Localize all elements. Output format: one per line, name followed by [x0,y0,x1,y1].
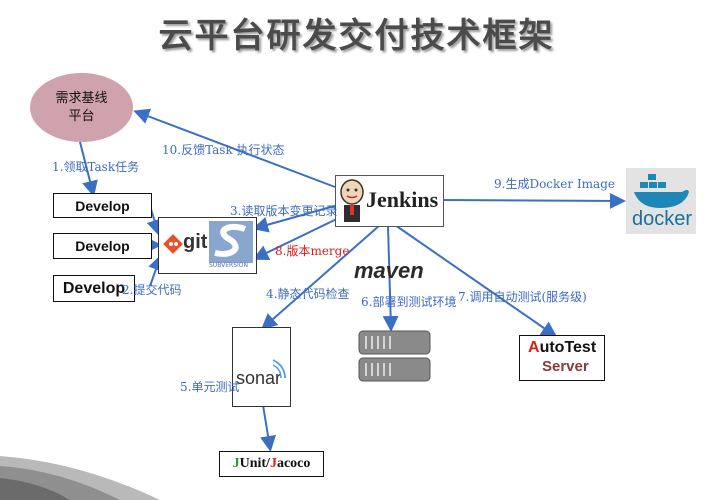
step-6-label: 6.部署到测试环境 [361,295,457,309]
develop-box-1: Develop [53,193,152,218]
develop-box-3: Develop [53,275,135,302]
arrow-jenkins-to-requirements [133,108,336,188]
sonar-waves-icon [272,359,286,379]
autotest-title-rest: utoTest [539,339,597,356]
step-9-label: 9.生成Docker Image [494,177,615,191]
arrow-jenkins-to-autotest [394,224,558,338]
junit-j-letter: J [232,456,240,471]
step-8-label: 8.版本merge [275,244,350,258]
requirements-platform-node: 需求基线 平台 [30,73,133,142]
autotest-server-node: AutoTest Server [519,335,605,381]
sonar-node: sonar [232,327,291,407]
requirements-line1: 需求基线 [55,90,108,106]
junit-mid: Unit/ [239,456,270,471]
step-7-label: 7.调用自动测试(服务级) [458,290,587,304]
subversion-icon [209,221,253,263]
slide-corner-decoration [0,456,160,500]
step-5-label: 5.单元测试 [180,380,240,394]
step-4-label: 4.静态代码检查 [266,287,350,301]
step-10-label: 10.反馈Task 执行状态 [162,143,285,157]
page-title: 云平台研发交付技术框架 [158,16,555,56]
subversion-wordmark: SUBVERSION [209,262,248,269]
arrow-requirements-to-develop [79,141,98,197]
step-3-label: 3.读取版本变更记录 [230,204,338,218]
git-svn-logo: git SUBVERSION [158,217,257,274]
jenkins-wordmark: Jenkins [366,187,439,212]
requirements-line2: 平台 [68,108,95,124]
autotest-subtitle: Server [542,358,589,375]
step-1-label: 1.领取Task任务 [52,160,140,174]
maven-logo: maven [354,258,424,284]
jenkins-node: Jenkins [335,175,444,227]
docker-logo: docker [626,168,696,234]
arrow-jenkins-to-git [252,204,339,233]
develop-box-2: Develop [53,233,152,259]
arrow-jenkins-to-sonar [260,224,381,330]
arrow-jenkins-to-server [382,225,399,332]
git-wordmark: git [183,231,208,253]
jacoco-rest: acoco [276,456,311,471]
git-icon [163,234,183,254]
arrow-jenkins-to-docker [441,192,626,209]
arrow-sonar-to-junit [260,404,276,452]
docker-wordmark: docker [632,208,693,230]
test-server-icon [358,330,431,382]
autotest-title: AutoTest [528,339,596,357]
sonar-wordmark: sonar [236,368,282,388]
arrow-jenkins-merge-git [252,214,346,260]
jacoco-j-letter: J [269,456,277,471]
maven-wordmark: maven [354,258,424,283]
step-2-label: 2.提交代码 [122,283,182,297]
docker-whale-icon [634,174,689,208]
jenkins-butler-icon [340,179,364,222]
autotest-title-red: A [528,339,540,356]
